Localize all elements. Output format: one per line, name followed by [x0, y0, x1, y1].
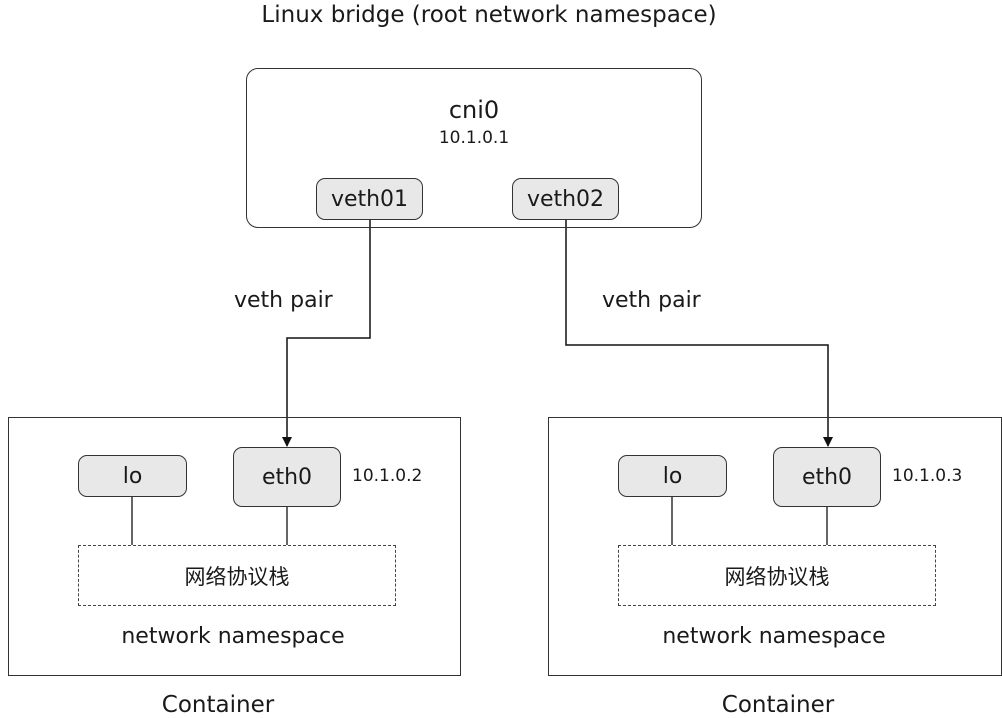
iface-lo-1: lo	[78, 455, 187, 497]
namespace-label-2: network namespace	[662, 624, 886, 649]
iface-eth0-2: eth0	[773, 447, 881, 507]
iface-lo-2: lo	[618, 455, 727, 497]
eth0-ip-1: 10.1.0.2	[352, 466, 423, 486]
port-veth01: veth01	[316, 178, 423, 220]
bridge-name: cni0	[448, 96, 500, 124]
veth-pair-line-1	[282, 220, 371, 447]
iface-eth0-1: eth0	[233, 447, 341, 507]
veth-pair-label-2: veth pair	[602, 288, 701, 313]
linux-bridge-box	[246, 68, 702, 228]
bridge-ip: 10.1.0.1	[438, 128, 510, 148]
container-label-1: Container	[161, 692, 275, 718]
eth0-ip-2: 10.1.0.3	[892, 466, 963, 486]
veth-pair-line-2	[565, 220, 833, 447]
container-label-2: Container	[721, 692, 835, 718]
protocol-stack-1: 网络协议栈	[78, 545, 396, 606]
diagram-title: Linux bridge (root network namespace)	[261, 2, 717, 28]
port-veth02: veth02	[512, 178, 619, 220]
veth-pair-label-1: veth pair	[234, 288, 333, 313]
container-box-1	[8, 417, 461, 676]
protocol-stack-2: 网络协议栈	[618, 545, 936, 606]
namespace-label-1: network namespace	[121, 624, 345, 649]
